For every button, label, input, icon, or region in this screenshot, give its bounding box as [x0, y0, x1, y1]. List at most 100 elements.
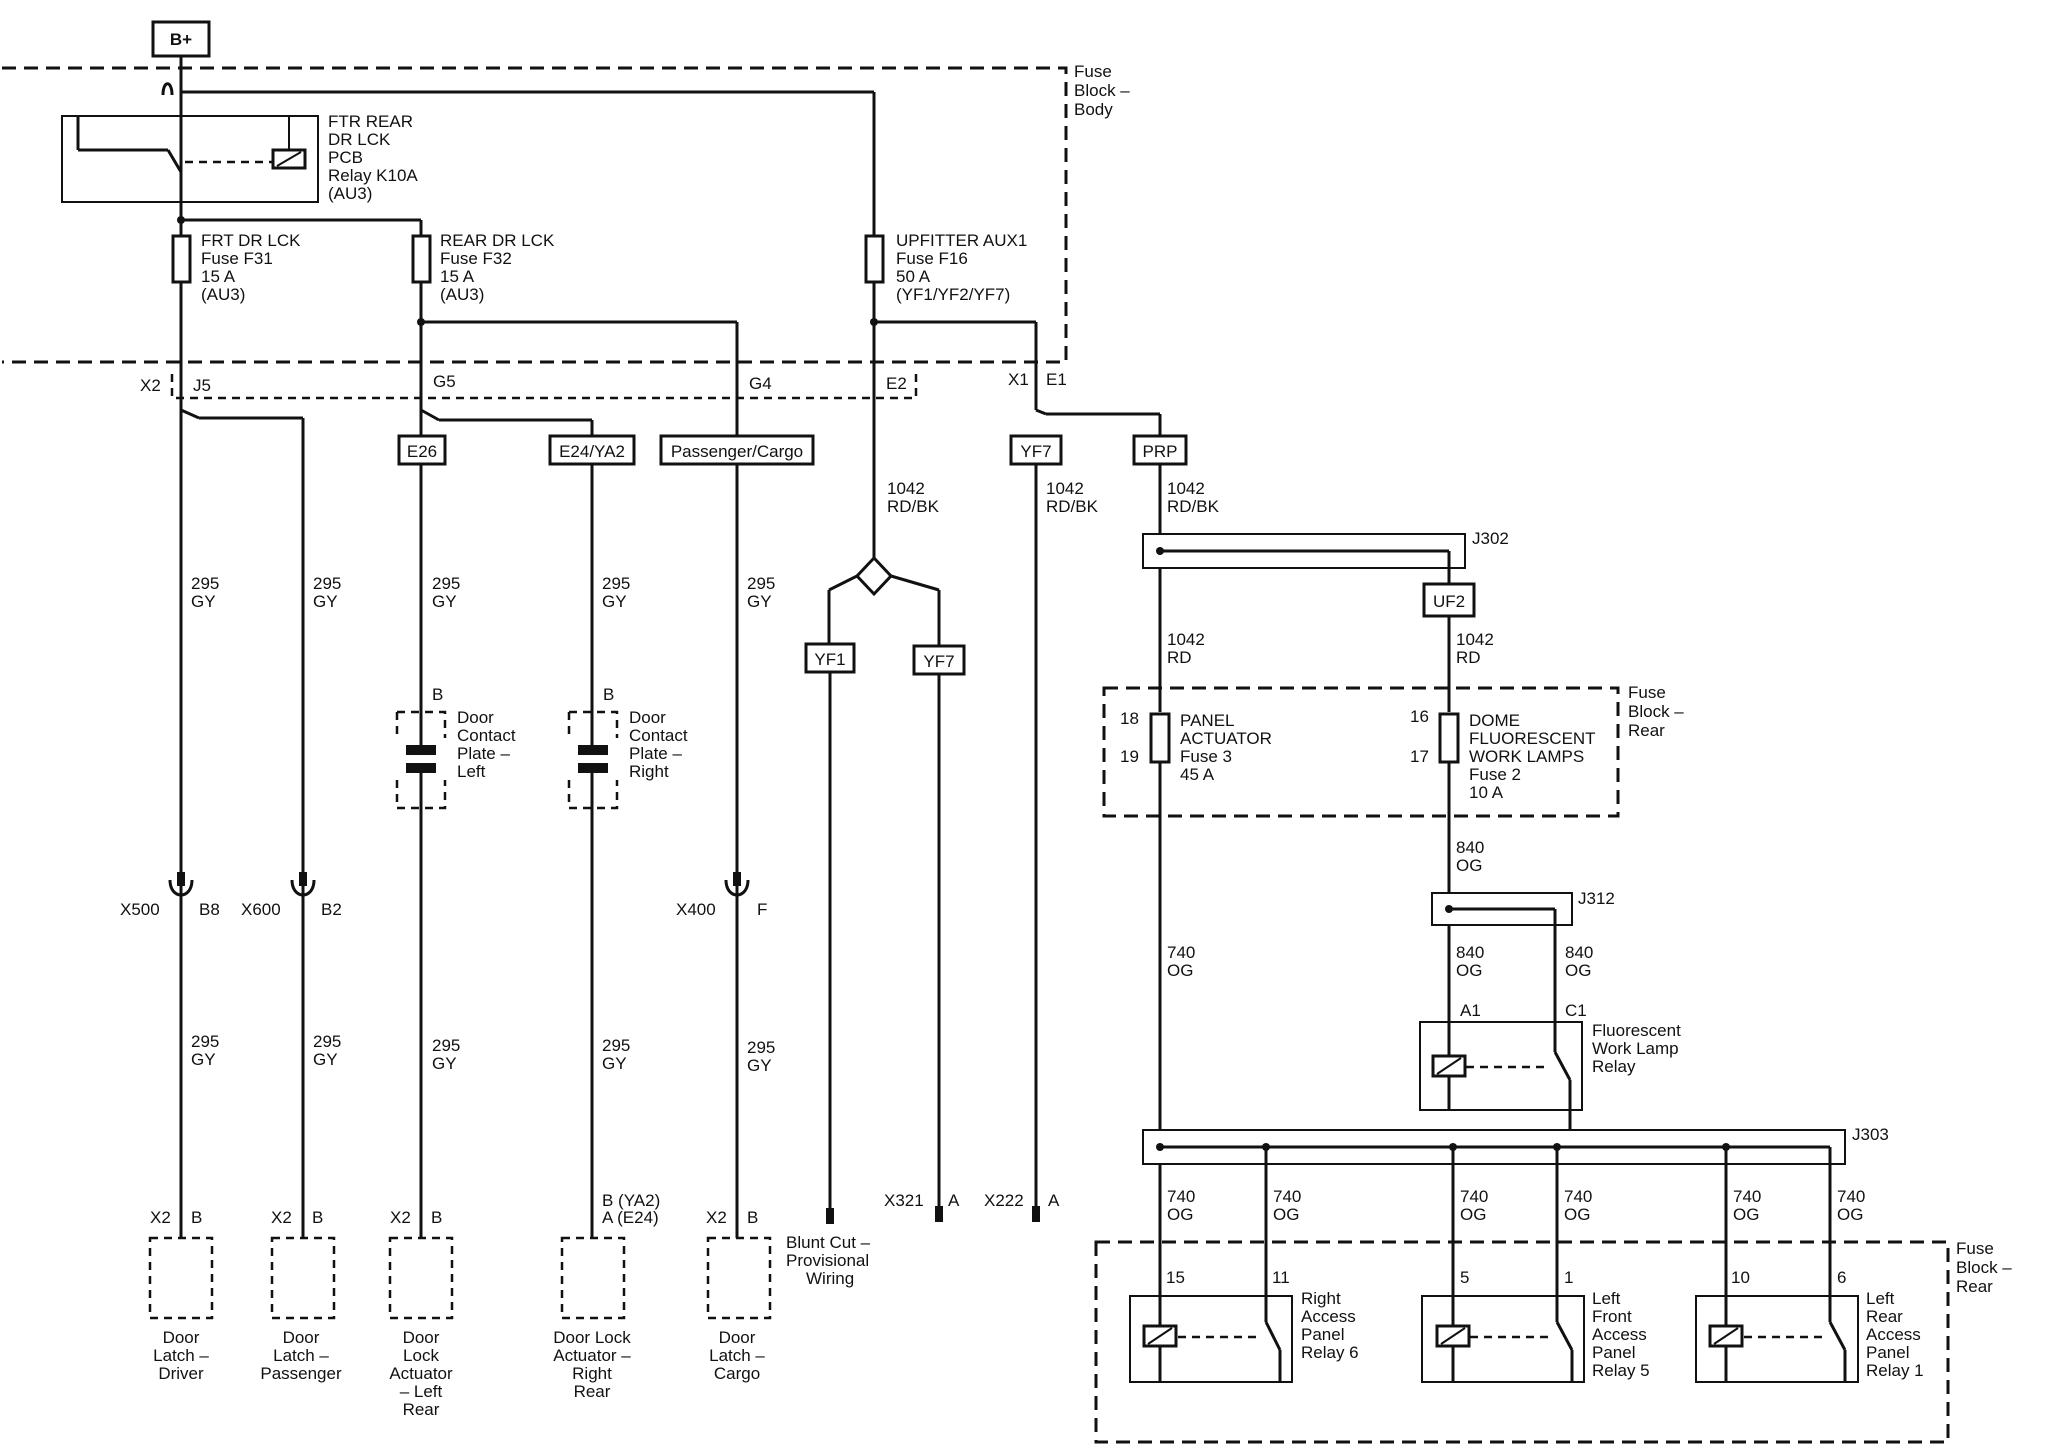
wire-840-b: 840 OG — [1456, 943, 1484, 980]
svg-text:C1: C1 — [1565, 1001, 1587, 1020]
load-door-latch-driver: X2 B Door Latch – Driver — [148, 1208, 214, 1383]
option-passenger-cargo: Passenger/Cargo — [659, 434, 815, 466]
svg-text:740: 740 — [1733, 1187, 1761, 1206]
svg-text:X2: X2 — [390, 1208, 411, 1227]
battery-label: B+ — [170, 30, 192, 49]
door-contact-right-label: Door Contact Plate – Right — [629, 708, 688, 781]
svg-text:X400: X400 — [676, 900, 716, 919]
relay-k10a-label: FTR REAR DR LCK PCB Relay K10A (AU3) — [328, 112, 418, 203]
svg-text:840: 840 — [1456, 838, 1484, 857]
svg-text:740: 740 — [1564, 1187, 1592, 1206]
svg-text:GY: GY — [313, 592, 338, 611]
svg-text:Relay: Relay — [1592, 1057, 1636, 1076]
svg-text:GY: GY — [747, 1056, 772, 1075]
svg-text:295: 295 — [602, 1036, 630, 1055]
svg-text:5: 5 — [1460, 1268, 1469, 1287]
connector-x2 — [170, 374, 918, 400]
relay-1-label: Left Rear Access Panel Relay 1 — [1866, 1289, 1924, 1380]
svg-text:(AU3): (AU3) — [328, 184, 372, 203]
svg-text:OG: OG — [1456, 961, 1482, 980]
relay-k10a — [61, 115, 319, 203]
svg-text:Block –: Block – — [1074, 81, 1130, 100]
fuse-f16-label: UPFITTER AUX1 Fuse F16 50 A (YF1/YF2/YF7… — [896, 231, 1027, 304]
svg-text:RD: RD — [1456, 648, 1481, 667]
svg-text:Actuator –: Actuator – — [553, 1346, 631, 1365]
fuse-3 — [1149, 712, 1171, 764]
svg-text:Door: Door — [719, 1328, 756, 1347]
svg-text:A (E24): A (E24) — [602, 1208, 659, 1227]
fuse-block-rear-lower-label: Fuse Block – Rear — [1956, 1239, 2012, 1296]
fuse-block-rear-lower — [1094, 1240, 1950, 1444]
svg-text:OG: OG — [1167, 1205, 1193, 1224]
svg-text:Passenger: Passenger — [260, 1364, 342, 1383]
connector-j303 — [1142, 1129, 1846, 1165]
svg-text:50 A: 50 A — [896, 267, 931, 286]
svg-text:Blunt Cut –: Blunt Cut – — [786, 1233, 871, 1252]
svg-text:295: 295 — [747, 574, 775, 593]
svg-text:Contact: Contact — [457, 726, 516, 745]
svg-text:F: F — [757, 900, 767, 919]
svg-text:740: 740 — [1837, 1187, 1865, 1206]
svg-text:G4: G4 — [749, 374, 772, 393]
svg-text:Rear: Rear — [1956, 1277, 1993, 1296]
svg-text:GY: GY — [602, 1054, 627, 1073]
option-uf2: UF2 — [1422, 582, 1476, 618]
svg-text:Fuse F16: Fuse F16 — [896, 249, 968, 268]
svg-text:Lock: Lock — [403, 1346, 439, 1365]
svg-text:Left: Left — [1866, 1289, 1895, 1308]
svg-text:740: 740 — [1167, 1187, 1195, 1206]
svg-text:OG: OG — [1273, 1205, 1299, 1224]
svg-text:OG: OG — [1564, 1205, 1590, 1224]
svg-text:Panel: Panel — [1301, 1325, 1344, 1344]
svg-text:Relay 1: Relay 1 — [1866, 1361, 1924, 1380]
svg-text:OG: OG — [1837, 1205, 1863, 1224]
fuse-f32-label: REAR DR LCK Fuse F32 15 A (AU3) — [440, 231, 555, 304]
option-e24-ya2: E24/YA2 — [548, 434, 636, 466]
fuse-block-body-outline — [2, 66, 1068, 364]
svg-text:DR LCK: DR LCK — [328, 130, 391, 149]
svg-text:295: 295 — [313, 574, 341, 593]
svg-text:J303: J303 — [1852, 1125, 1889, 1144]
svg-text:Right: Right — [1301, 1289, 1341, 1308]
svg-text:295: 295 — [602, 574, 630, 593]
svg-text:10: 10 — [1731, 1268, 1750, 1287]
svg-text:Relay 6: Relay 6 — [1301, 1343, 1359, 1362]
svg-text:Right: Right — [629, 762, 669, 781]
svg-text:– Left: – Left — [400, 1382, 443, 1401]
fuse-2 — [1438, 712, 1460, 764]
wire-1042-yf7: 1042 RD/BK — [1046, 479, 1099, 516]
svg-text:45 A: 45 A — [1180, 765, 1215, 784]
door-contact-right — [567, 710, 619, 810]
svg-text:RD/BK: RD/BK — [1046, 497, 1099, 516]
svg-text:GY: GY — [747, 592, 772, 611]
svg-text:J5: J5 — [193, 376, 211, 395]
svg-text:E24/YA2: E24/YA2 — [559, 442, 625, 461]
svg-text:X2: X2 — [150, 1208, 171, 1227]
svg-text:X2: X2 — [706, 1208, 727, 1227]
option-prp: PRP — [1132, 434, 1188, 466]
svg-text:Fuse: Fuse — [1074, 62, 1112, 81]
wire-1042-prp: 1042 RD/BK — [1167, 479, 1220, 516]
svg-text:18: 18 — [1120, 709, 1139, 728]
fuse-f31 — [171, 234, 192, 284]
svg-text:B: B — [603, 685, 614, 704]
svg-text:PRP: PRP — [1143, 442, 1178, 461]
connector-j312 — [1431, 892, 1573, 926]
svg-text:X321: X321 — [884, 1191, 924, 1210]
svg-text:17: 17 — [1410, 747, 1429, 766]
svg-text:YF7: YF7 — [1020, 442, 1051, 461]
svg-text:FRT DR LCK: FRT DR LCK — [201, 231, 301, 250]
svg-text:FLUORESCENT: FLUORESCENT — [1469, 729, 1596, 748]
svg-text:X222: X222 — [984, 1191, 1024, 1210]
svg-text:PCB: PCB — [328, 148, 363, 167]
svg-text:E1: E1 — [1046, 370, 1067, 389]
connector-x600 — [290, 879, 316, 897]
svg-text:Door Lock: Door Lock — [553, 1328, 631, 1347]
